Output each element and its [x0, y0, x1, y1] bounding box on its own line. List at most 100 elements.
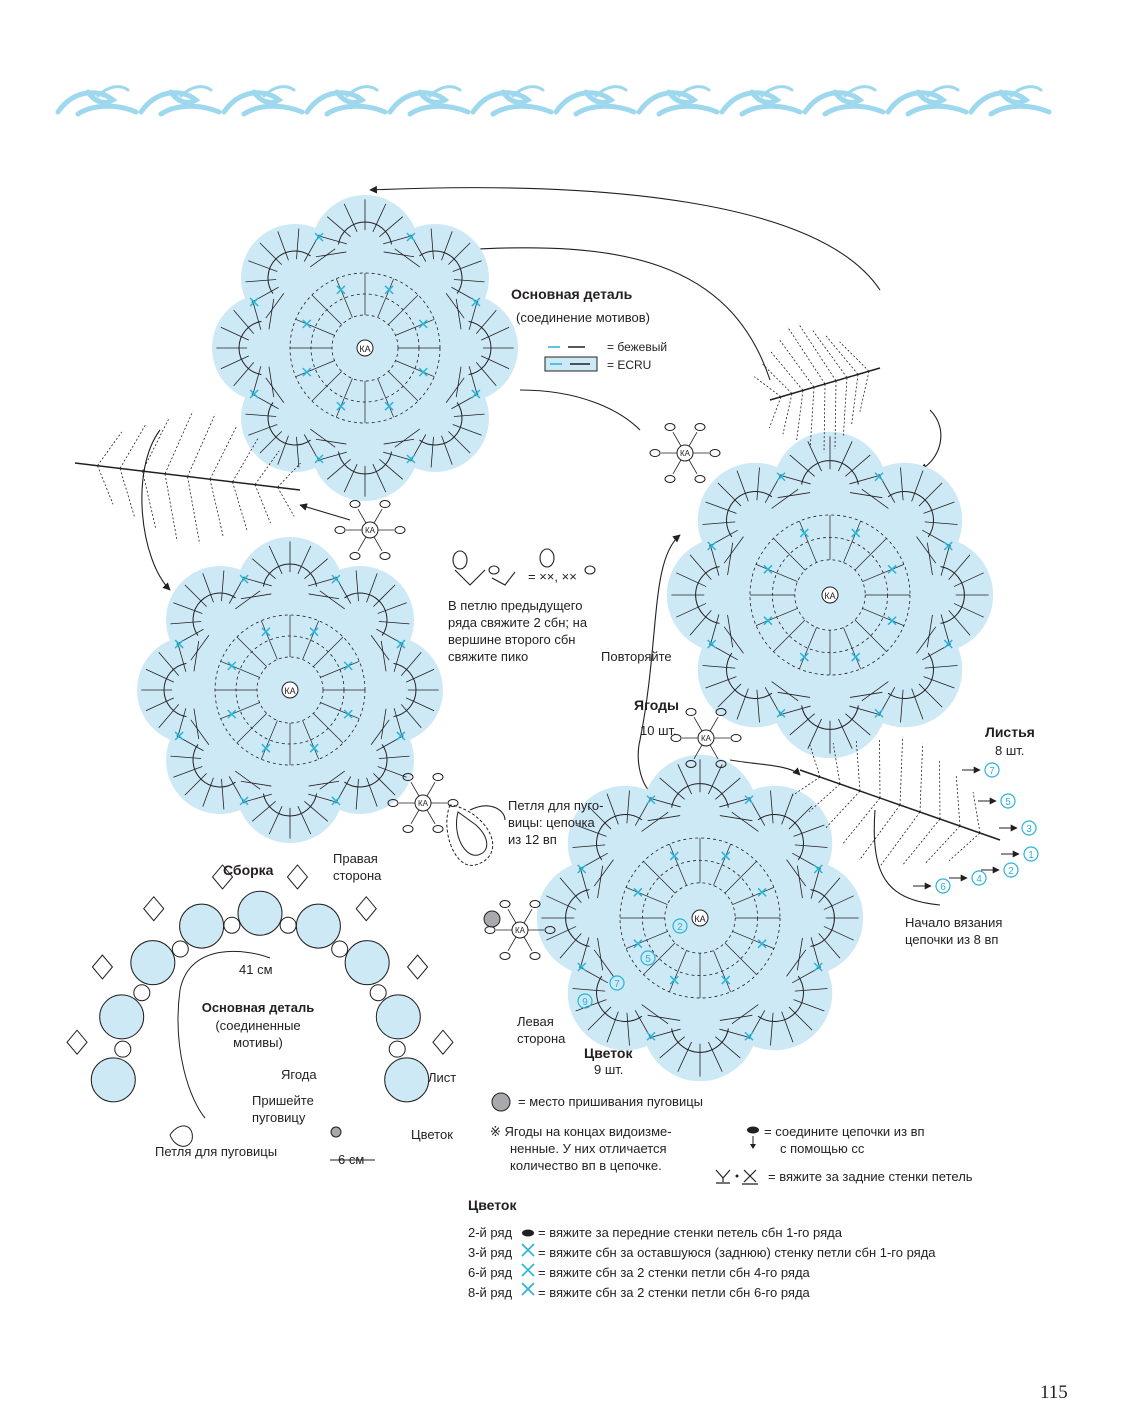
stitch	[854, 538, 887, 571]
stitch	[453, 413, 485, 417]
legend-ecru: = ECRU	[607, 358, 652, 372]
stitch	[377, 602, 407, 614]
stitch	[177, 642, 187, 672]
stitch	[311, 294, 342, 325]
stitch-arc	[596, 975, 643, 1022]
stitch	[380, 640, 387, 672]
berry-loop	[529, 951, 541, 960]
stitch	[265, 293, 285, 319]
stitch	[546, 926, 577, 941]
border-swirl	[262, 85, 296, 98]
stitch	[669, 843, 687, 886]
cross-mark	[396, 731, 406, 741]
berry-loop	[349, 500, 361, 509]
cross-mark	[396, 639, 406, 649]
stitch	[304, 558, 329, 580]
stitch	[643, 861, 676, 894]
assembly-main-title: Основная деталь	[201, 1000, 315, 1015]
flower-left: КА	[137, 537, 443, 843]
border-swirl	[324, 103, 388, 117]
leaf-row	[254, 484, 271, 524]
stitch	[911, 688, 924, 720]
stitch	[296, 436, 300, 468]
leaf-row	[754, 376, 782, 398]
stitch	[326, 458, 351, 480]
stitch	[220, 326, 250, 341]
stitch	[823, 895, 854, 910]
berry-loop	[484, 926, 496, 934]
stitch	[689, 610, 712, 636]
stitch	[268, 805, 283, 835]
leaf-row	[796, 390, 804, 441]
stitch	[302, 720, 320, 760]
assembly-flower: Цветок	[411, 1127, 453, 1142]
cross-mark	[309, 627, 319, 637]
flower-row-circle	[577, 993, 593, 1009]
leaf-row	[768, 396, 782, 429]
stitch	[395, 318, 435, 336]
berries-title: Ягоды	[634, 697, 679, 713]
stitch	[838, 718, 853, 749]
leaf-row	[825, 790, 861, 829]
legend-back-loops: = вяжите за задние стенки петель	[768, 1169, 973, 1184]
stitch	[705, 676, 737, 689]
center-label: КА	[824, 591, 835, 601]
assembly-berry	[279, 916, 297, 934]
cross-mark	[707, 639, 717, 649]
border-swirl	[387, 89, 450, 115]
berry-center	[414, 794, 432, 812]
stitch	[953, 572, 984, 587]
button-loop-chart	[446, 804, 494, 866]
stitch-arc	[238, 320, 262, 376]
assembly-loop	[169, 1125, 193, 1147]
leaf-row	[834, 380, 837, 449]
stitch-arc	[337, 221, 393, 245]
legend-join-1: = соедините цепочки из вп	[764, 1124, 925, 1139]
flower-legend-row-8-text: = вяжите сбн за 2 стенки петли сбн 6-го …	[538, 1285, 810, 1300]
berry-left: КА	[334, 500, 406, 560]
stitch	[277, 231, 289, 261]
stitch	[823, 926, 854, 941]
stitch	[838, 441, 853, 472]
stitch	[807, 441, 822, 472]
button-loop-note-1: Петля для пуго-	[508, 798, 604, 813]
stitch	[320, 660, 360, 678]
leaf-row	[787, 326, 826, 385]
assembly-berry	[223, 916, 241, 934]
flower-row-number: 2	[677, 922, 683, 933]
center-label: КА	[359, 344, 370, 354]
row-number-circle	[971, 870, 987, 886]
stitch	[377, 378, 395, 418]
stitch	[713, 950, 731, 993]
stitch	[770, 790, 774, 824]
flower-bottom: КА	[536, 754, 864, 1082]
cross-mark	[943, 541, 953, 551]
cross-mark	[874, 708, 884, 718]
cross-mark	[309, 743, 319, 753]
berry-loop	[499, 900, 511, 909]
stitch	[355, 778, 359, 810]
assembly-leaf	[355, 895, 377, 922]
berry-loop	[402, 773, 414, 782]
stitch	[335, 378, 353, 418]
assembly-main-sub2: мотивы)	[233, 1035, 283, 1050]
border-swirl	[656, 103, 720, 117]
stitch	[789, 454, 815, 477]
cross-mark	[239, 796, 249, 806]
flower-row-circle	[609, 975, 625, 991]
stitch	[647, 1014, 681, 1021]
stitch	[319, 770, 345, 790]
stitch	[173, 602, 203, 614]
stitch	[170, 621, 202, 625]
cross-mark	[943, 639, 953, 649]
berry-bottom-left: КА	[387, 773, 459, 833]
center-ring	[356, 339, 374, 357]
cross-mark	[813, 962, 823, 972]
stitch	[452, 260, 482, 272]
stitch	[468, 300, 478, 330]
stitch	[373, 773, 396, 796]
leaf-row	[809, 387, 815, 447]
cross-mark	[757, 939, 767, 949]
stitch-arc	[887, 491, 934, 538]
row-number-circle	[1021, 820, 1037, 836]
